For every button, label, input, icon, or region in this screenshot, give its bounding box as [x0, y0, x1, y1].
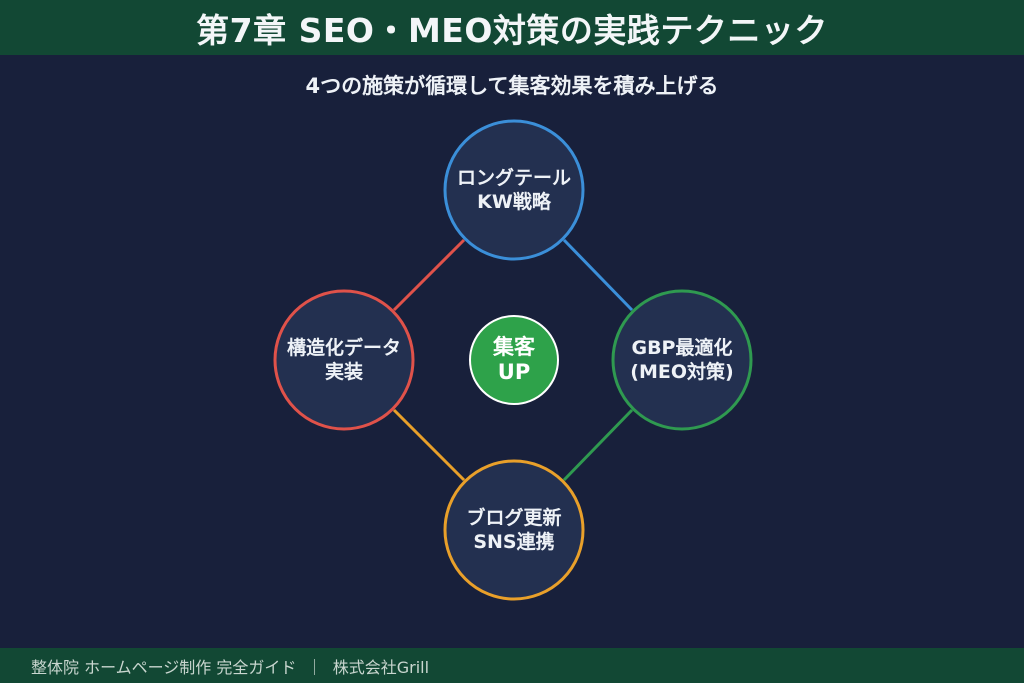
header-bar: 第7章 SEO・MEO対策の実践テクニック — [0, 0, 1024, 55]
connector-left-top — [392, 238, 466, 312]
connector-bottom-left — [392, 408, 466, 482]
node-bottom-line2: SNS連携 — [473, 531, 555, 553]
node-bottom: ブログ更新 SNS連携 — [444, 460, 584, 600]
node-bottom-line1: ブログ更新 — [466, 507, 562, 529]
node-left-line1: 構造化データ — [286, 337, 401, 359]
node-right-line1: GBP最適化 — [631, 337, 733, 359]
node-top: ロングテール KW戦略 — [444, 120, 584, 260]
node-top-line2: KW戦略 — [477, 191, 551, 213]
footer-text: 整体院 ホームページ制作 完全ガイド ｜ 株式会社Grill — [31, 657, 430, 677]
subtitle: 4つの施策が循環して集客効果を積み上げる — [305, 74, 719, 98]
connector-top-right — [562, 238, 634, 312]
node-right: GBP最適化 (MEO対策) — [612, 290, 752, 430]
center-circle — [469, 315, 559, 405]
node-left-line2: 実装 — [324, 361, 363, 383]
page-title: 第7章 SEO・MEO対策の実践テクニック — [196, 10, 828, 50]
center-line2: UP — [497, 360, 531, 384]
node-right-line2: (MEO対策) — [630, 361, 734, 383]
node-top-line1: ロングテール — [456, 167, 571, 189]
node-left-circle — [273, 289, 415, 431]
node-left: 構造化データ 実装 — [274, 290, 414, 430]
node-top-circle — [443, 119, 585, 261]
node-right-circle — [611, 289, 753, 431]
connector-right-bottom — [562, 408, 634, 482]
center-node: 集客 UP — [470, 316, 558, 404]
center-line1: 集客 — [493, 335, 535, 359]
node-bottom-circle — [443, 459, 585, 601]
footer-bar: 整体院 ホームページ制作 完全ガイド ｜ 株式会社Grill — [0, 648, 1024, 683]
